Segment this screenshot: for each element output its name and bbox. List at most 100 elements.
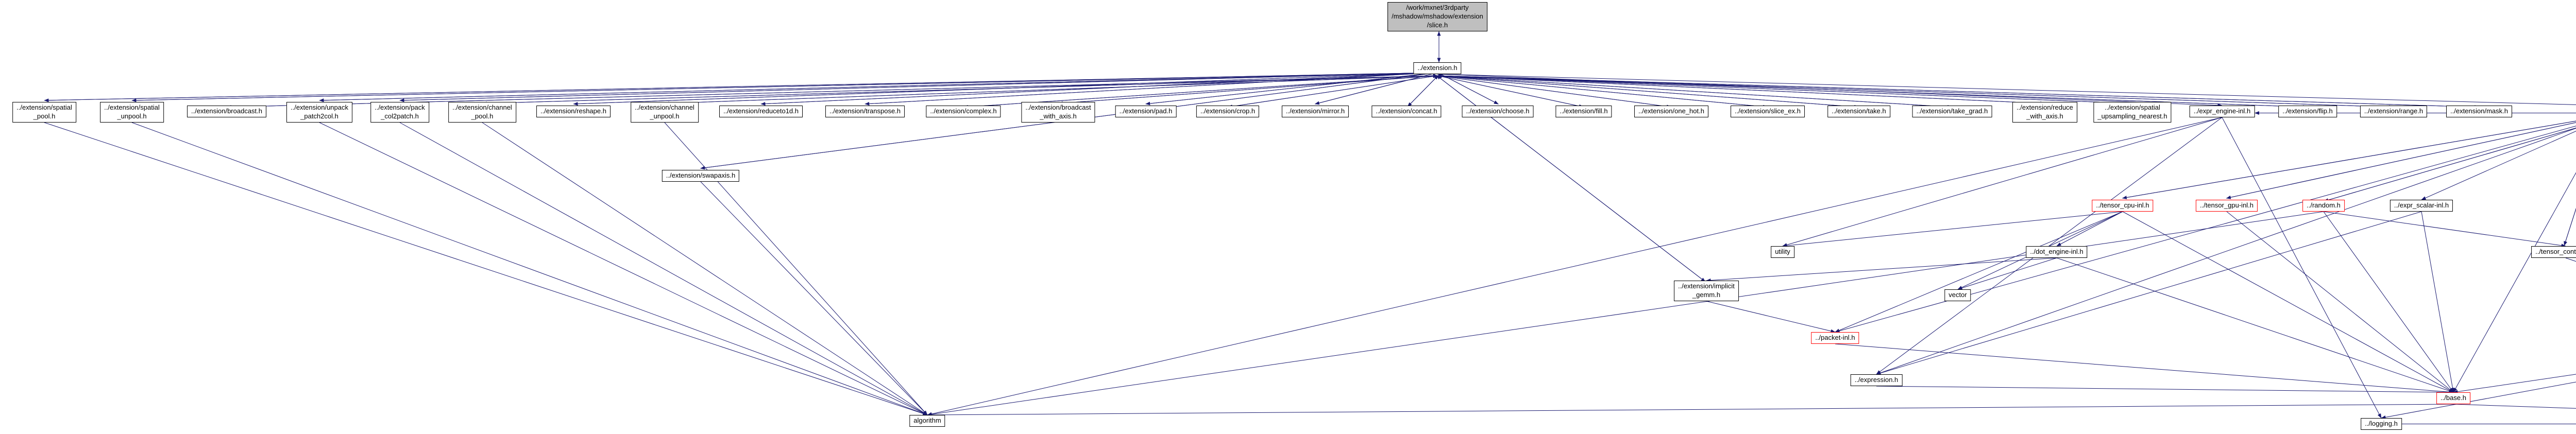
graph-node-label: ../extension/implicit	[1678, 282, 1735, 290]
graph-node-broadcast[interactable]: ../extension/broadcast.h	[187, 106, 267, 117]
graph-node-label: utility	[1775, 248, 1790, 255]
graph-node-label: /work/mxnet/3rdparty	[1406, 4, 1469, 11]
include-edge-pad-ext	[1145, 71, 1438, 105]
graph-node-label: _gemm.h	[1692, 290, 1721, 299]
include-edge-expr_scalar-expression	[1876, 211, 2422, 375]
include-edge-tensor-tensor_gpu	[2226, 122, 2576, 199]
graph-node-ch_unpool[interactable]: ../extension/channel_unpool.h	[631, 102, 699, 123]
graph-node-label: ../packet-inl.h	[1815, 334, 1855, 341]
include-edge-tensor_cpu-base	[2122, 211, 2454, 393]
graph-node-flip[interactable]: ../extension/flip.h	[2278, 106, 2337, 117]
graph-node-label: ../extension/spatial	[104, 103, 160, 111]
include-edge-crop-ext	[1228, 74, 1438, 108]
graph-node-pad[interactable]: ../extension/pad.h	[1115, 106, 1177, 117]
graph-node-sp_pool[interactable]: ../extension/spatial_pool.h	[12, 102, 76, 123]
graph-node-label: ../expr_engine-inl.h	[2193, 107, 2251, 115]
graph-node-tensor_gpu[interactable]: ../tensor_gpu-inl.h	[2195, 200, 2258, 212]
graph-node-label: ../base.h	[2441, 394, 2466, 402]
graph-node-vector[interactable]: vector	[1944, 289, 1971, 301]
include-edge-tensor_gpu-tensor	[2226, 122, 2576, 199]
graph-node-label: ../extension/slice_ex.h	[1735, 107, 1801, 115]
graph-node-algorithm[interactable]: algorithm	[909, 415, 945, 427]
graph-node-label: _pool.h	[471, 112, 494, 120]
graph-node-reduceto1d[interactable]: ../extension/reduceto1d.h	[719, 106, 803, 117]
include-edge-tensor-ext	[1437, 72, 2576, 105]
graph-node-slice[interactable]: /work/mxnet/3rdparty/mshadow/mshadow/ext…	[1387, 2, 1487, 31]
include-edge-tensor_cpu-utility	[1782, 211, 2123, 248]
graph-node-label: _upsampling_nearest.h	[2097, 112, 2167, 120]
include-edge-dot_engine-vector	[1957, 257, 2057, 290]
graph-node-label: _with_axis.h	[2026, 112, 2063, 120]
graph-node-random[interactable]: ../random.h	[2302, 200, 2345, 212]
graph-node-base[interactable]: ../base.h	[2436, 392, 2470, 404]
graph-node-dot_engine[interactable]: ../dot_engine-inl.h	[2026, 246, 2088, 258]
graph-node-ext[interactable]: ../extension.h	[1413, 62, 1462, 74]
graph-node-take[interactable]: ../extension/take.h	[1827, 106, 1890, 117]
graph-node-bcast_axis[interactable]: ../extension/broadcast_with_axis.h	[1021, 102, 1095, 123]
include-edge-tensor-random	[2324, 128, 2576, 202]
graph-node-choose[interactable]: ../extension/choose.h	[1462, 106, 1534, 117]
include-edge-unpack-ext	[319, 71, 1438, 101]
include-edge-mirror-ext	[1315, 72, 1437, 105]
include-edge-sp_unpool-ext	[131, 71, 1438, 101]
include-edge-tensor-base	[2453, 172, 2576, 393]
include-edge-concat-ext	[1407, 75, 1439, 107]
include-edge-random-tensor	[2324, 128, 2576, 202]
graph-node-ch_pool[interactable]: ../extension/channel_pool.h	[448, 102, 516, 123]
graph-node-label: ../tensor_gpu-inl.h	[2199, 201, 2254, 209]
graph-node-label: ../extension/broadcast.h	[191, 107, 263, 115]
graph-node-crop[interactable]: ../extension/crop.h	[1196, 106, 1260, 117]
graph-node-transpose[interactable]: ../extension/transpose.h	[825, 106, 905, 117]
graph-node-one_hot[interactable]: ../extension/one_hot.h	[1634, 106, 1708, 117]
graph-node-reduce_axis[interactable]: ../extension/reduce_with_axis.h	[2012, 102, 2077, 123]
graph-node-fill[interactable]: ../extension/fill.h	[1555, 106, 1612, 117]
graph-node-label: ../extension/unpack	[290, 103, 349, 111]
graph-node-label: ../tensor_container.h	[2535, 248, 2576, 255]
include-edge-stream_gpu-logging	[2381, 381, 2576, 419]
include-edge-sp_upsample-ext	[1437, 74, 2132, 104]
graph-node-sp_upsample[interactable]: ../extension/spatial_upsampling_nearest.…	[2093, 102, 2172, 123]
graph-node-logging[interactable]: ../logging.h	[2361, 418, 2402, 430]
include-edge-range-ext	[1437, 74, 2394, 108]
include-edge-ch_unpool-algorithm	[664, 122, 928, 415]
graph-node-take_grad[interactable]: ../extension/take_grad.h	[1912, 106, 1992, 117]
graph-node-range[interactable]: ../extension/range.h	[2360, 106, 2428, 117]
include-edge-broadcast-ext	[227, 74, 1438, 108]
graph-node-slice_ex[interactable]: ../extension/slice_ex.h	[1731, 106, 1805, 117]
graph-node-label: ../extension.h	[1417, 64, 1458, 72]
graph-node-concat[interactable]: ../extension/concat.h	[1371, 106, 1442, 117]
include-edge-random-algorithm	[927, 211, 2324, 416]
graph-node-utility[interactable]: utility	[1771, 246, 1794, 258]
graph-node-packet[interactable]: ../packet-inl.h	[1811, 332, 1859, 344]
include-edge-pack-algorithm	[399, 122, 928, 415]
graph-node-pack[interactable]: ../extension/pack_col2patch.h	[370, 102, 429, 123]
graph-node-label: vector	[1948, 291, 1967, 299]
graph-node-label: ../extension/crop.h	[1200, 107, 1256, 115]
include-edge-unpack-algorithm	[319, 122, 928, 415]
graph-node-mask[interactable]: ../extension/mask.h	[2446, 106, 2512, 117]
include-edge-take-ext	[1437, 74, 1859, 108]
graph-node-label: ../expr_scalar-inl.h	[2394, 201, 2449, 209]
include-edge-tensor_cpu-tensor	[2122, 120, 2576, 199]
graph-node-swapaxis[interactable]: ../extension/swapaxis.h	[662, 170, 740, 182]
graph-node-label: /slice.h	[1427, 21, 1448, 29]
graph-node-expression[interactable]: ../expression.h	[1850, 374, 1903, 386]
graph-node-implicit_gemm[interactable]: ../extension/implicit_gemm.h	[1674, 281, 1739, 301]
include-edge-expr_engine-expression	[1876, 117, 2223, 375]
graph-node-tensor_cpu[interactable]: ../tensor_cpu-inl.h	[2092, 200, 2154, 212]
include-edge-expr_engine-logging	[2222, 117, 2382, 419]
graph-node-complex[interactable]: ../extension/complex.h	[926, 106, 1001, 117]
graph-node-expr_scalar[interactable]: ../expr_scalar-inl.h	[2389, 200, 2453, 212]
graph-node-sp_unpool[interactable]: ../extension/spatial_unpool.h	[100, 102, 164, 123]
graph-node-label: _pool.h	[33, 112, 56, 120]
graph-node-tensor_container[interactable]: ../tensor_container.h	[2531, 246, 2576, 258]
graph-node-unpack[interactable]: ../extension/unpack_patch2col.h	[286, 102, 353, 123]
include-edge-fill-ext	[1436, 75, 1584, 108]
graph-node-label: ../extension/swapaxis.h	[666, 171, 736, 179]
graph-node-expr_engine[interactable]: ../expr_engine-inl.h	[2189, 106, 2255, 117]
include-edge-ch_pool-algorithm	[482, 122, 928, 415]
graph-node-mirror[interactable]: ../extension/mirror.h	[1281, 106, 1349, 117]
graph-node-label: ../extension/fill.h	[1560, 107, 1608, 115]
include-edge-implicit_gemm-packet	[1706, 301, 1836, 333]
graph-node-reshape[interactable]: ../extension/reshape.h	[536, 106, 611, 117]
